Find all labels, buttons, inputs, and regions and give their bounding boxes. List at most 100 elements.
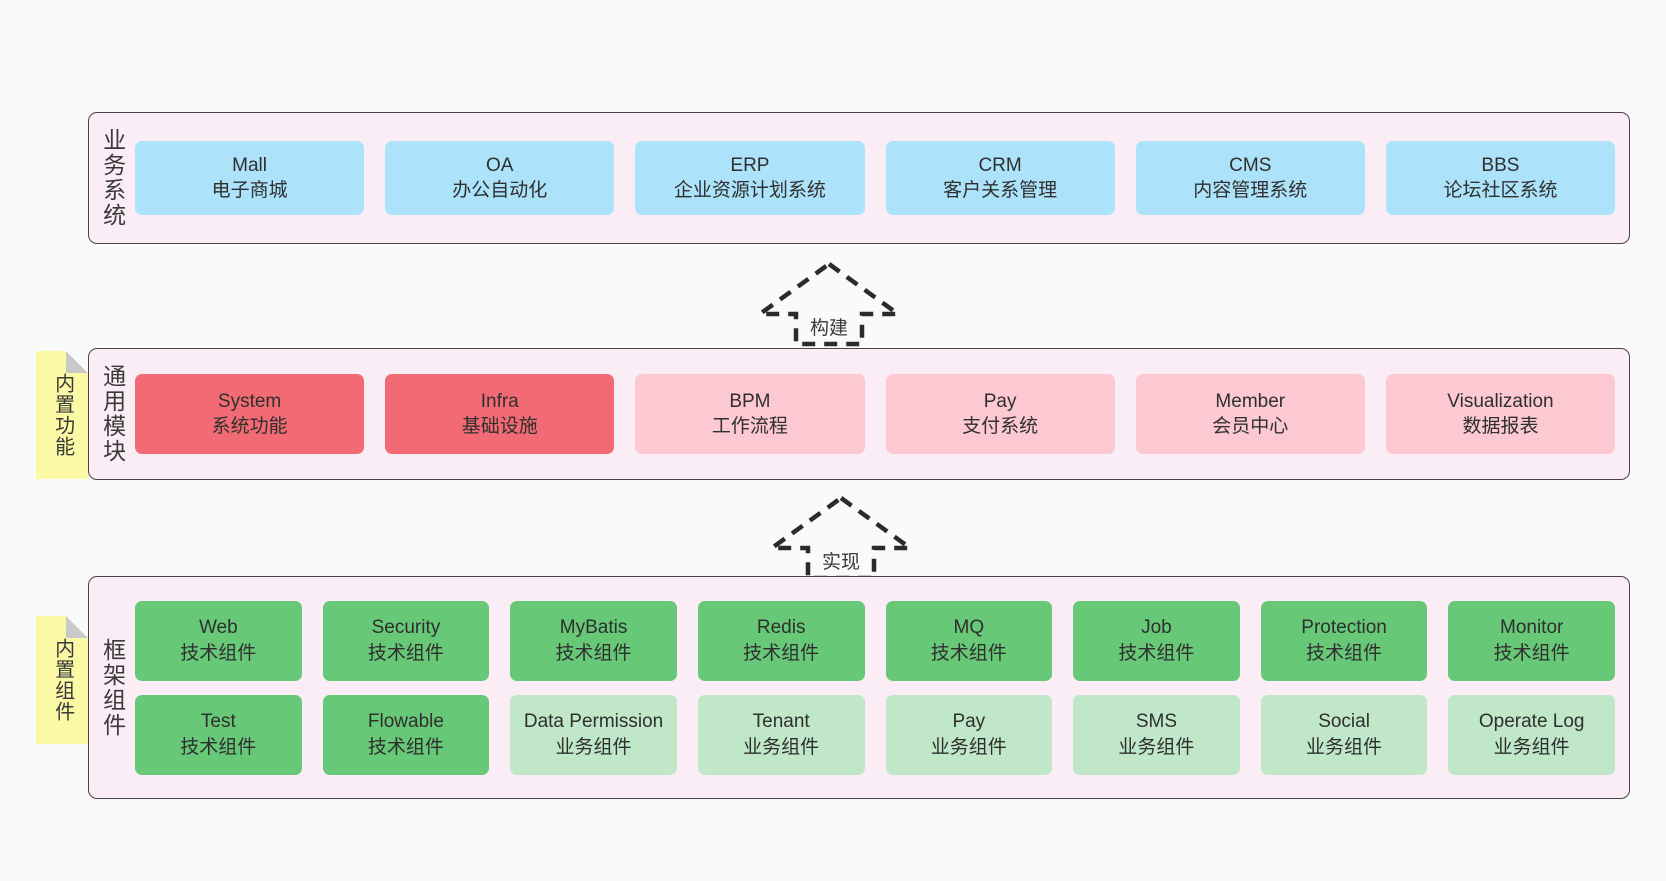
card-member[interactable]: Member 会员中心 [1135, 374, 1365, 454]
card-title-cn: 技术组件 [930, 642, 1007, 664]
card-title-en: Test [200, 711, 236, 733]
card-job[interactable]: Job 技术组件 [1073, 600, 1240, 681]
card-bbs[interactable]: BBS 论坛社区系统 [1385, 141, 1616, 215]
card-row: Test 技术组件 Flowable 技术组件 Data Permission … [135, 694, 1615, 775]
card-title-en: Pay [952, 711, 986, 733]
card-title-cn: 技术组件 [1306, 642, 1383, 664]
card-title-cn: 技术组件 [555, 642, 632, 664]
layer-common-modules: 通用模块 System 系统功能 Infra 基础设施 BPM 工作流程 Pay… [88, 348, 1630, 480]
card-title-en: System [217, 390, 282, 412]
card-cms[interactable]: CMS 内容管理系统 [1135, 141, 1365, 215]
card-title-cn: 业务组件 [555, 736, 632, 758]
card-title-en: Social [1318, 711, 1370, 733]
card-data-permission[interactable]: Data Permission 业务组件 [510, 694, 677, 775]
card-test[interactable]: Test 技术组件 [135, 694, 302, 775]
card-title-en: Data Permission [523, 711, 664, 733]
card-title-cn: 业务组件 [1306, 736, 1383, 758]
layer-framework-components: 框架组件 Web 技术组件 Security 技术组件 MyBatis 技术组件… [88, 576, 1630, 799]
card-title-cn: 论坛社区系统 [1443, 180, 1558, 201]
card-title-cn: 支付系统 [962, 416, 1039, 437]
card-title-en: MyBatis [559, 617, 628, 639]
card-row: System 系统功能 Infra 基础设施 BPM 工作流程 Pay 支付系统… [135, 374, 1616, 454]
card-protection[interactable]: Protection 技术组件 [1260, 600, 1428, 681]
card-visualization[interactable]: Visualization 数据报表 [1385, 374, 1616, 454]
arrow-build: 构建 [754, 258, 904, 348]
card-title-cn: 技术组件 [1493, 642, 1570, 664]
card-title-cn: 工作流程 [711, 416, 788, 437]
card-title-cn: 办公自动化 [452, 180, 548, 201]
card-title-en: CMS [1229, 154, 1272, 176]
card-title-cn: 技术组件 [743, 642, 820, 664]
card-bpm[interactable]: BPM 工作流程 [635, 374, 865, 454]
card-title-cn: 技术组件 [180, 642, 257, 664]
card-system[interactable]: System 系统功能 [135, 374, 365, 454]
card-pay[interactable]: Pay 支付系统 [885, 374, 1115, 454]
card-title-en: Operate Log [1478, 711, 1585, 733]
card-title-cn: 业务组件 [743, 736, 820, 758]
card-title-cn: 技术组件 [367, 642, 444, 664]
card-title-en: Flowable [367, 711, 444, 733]
card-redis[interactable]: Redis 技术组件 [697, 600, 865, 681]
card-title-en: Infra [480, 390, 519, 412]
arrow-label-implement: 实现 [821, 552, 860, 573]
card-title-cn: 技术组件 [367, 736, 444, 758]
card-erp[interactable]: ERP 企业资源计划系统 [635, 141, 865, 215]
layer-business-systems: 业务系统 Mall 电子商城 OA 办公自动化 ERP 企业资源计划系统 CRM… [88, 112, 1630, 244]
card-title-cn: 技术组件 [1118, 642, 1195, 664]
layer-title-common-modules: 通用模块 [99, 364, 126, 464]
card-title-en: Pay [983, 390, 1017, 412]
card-crm[interactable]: CRM 客户关系管理 [885, 141, 1115, 215]
card-row: Web 技术组件 Security 技术组件 MyBatis 技术组件 Redi… [135, 600, 1615, 681]
note-builtin-components: 内置组件 [36, 616, 88, 744]
card-title-cn: 技术组件 [180, 736, 257, 758]
card-sms[interactable]: SMS 业务组件 [1073, 694, 1240, 775]
arrow-label-build: 构建 [809, 318, 848, 339]
card-monitor[interactable]: Monitor 技术组件 [1448, 600, 1615, 681]
card-mq[interactable]: MQ 技术组件 [885, 600, 1053, 681]
card-title-en: Protection [1301, 617, 1387, 639]
card-title-en: Web [198, 617, 238, 639]
card-title-en: OA [486, 154, 514, 176]
card-operate-log[interactable]: Operate Log 业务组件 [1448, 694, 1615, 775]
card-title-cn: 系统功能 [211, 416, 288, 437]
card-title-en: Visualization [1447, 390, 1554, 412]
card-title-cn: 内容管理系统 [1193, 180, 1308, 201]
card-title-en: Monitor [1500, 617, 1564, 639]
card-title-en: Security [371, 617, 441, 639]
card-title-cn: 电子商城 [211, 180, 288, 201]
card-oa[interactable]: OA 办公自动化 [385, 141, 615, 215]
layer-body-framework-components: Web 技术组件 Security 技术组件 MyBatis 技术组件 Redi… [135, 577, 1629, 798]
card-infra[interactable]: Infra 基础设施 [385, 374, 615, 454]
card-title-en: MQ [953, 617, 985, 639]
card-mall[interactable]: Mall 电子商城 [135, 141, 365, 215]
layer-body-common-modules: System 系统功能 Infra 基础设施 BPM 工作流程 Pay 支付系统… [135, 349, 1629, 479]
layer-title-business-systems: 业务系统 [99, 128, 126, 228]
card-row: Mall 电子商城 OA 办公自动化 ERP 企业资源计划系统 CRM 客户关系… [135, 141, 1616, 215]
card-pay-component[interactable]: Pay 业务组件 [885, 694, 1053, 775]
card-mybatis[interactable]: MyBatis 技术组件 [510, 600, 677, 681]
arrow-up-dashed-icon [754, 261, 904, 347]
card-title-en: Job [1141, 617, 1172, 639]
card-title-cn: 业务组件 [1118, 736, 1195, 758]
card-flowable[interactable]: Flowable 技术组件 [322, 694, 490, 775]
card-title-cn: 会员中心 [1212, 416, 1289, 437]
page-fold-icon [66, 351, 88, 373]
note-label: 内置功能 [51, 373, 74, 457]
card-security[interactable]: Security 技术组件 [322, 600, 490, 681]
note-label: 内置组件 [51, 638, 74, 722]
card-web[interactable]: Web 技术组件 [135, 600, 302, 681]
card-title-en: BPM [729, 390, 771, 412]
card-tenant[interactable]: Tenant 业务组件 [697, 694, 865, 775]
layer-body-business-systems: Mall 电子商城 OA 办公自动化 ERP 企业资源计划系统 CRM 客户关系… [135, 113, 1629, 243]
card-title-cn: 基础设施 [461, 416, 538, 437]
card-social[interactable]: Social 业务组件 [1260, 694, 1428, 775]
arrow-implement: 实现 [766, 492, 916, 582]
card-title-en: SMS [1135, 711, 1178, 733]
page-fold-icon [66, 616, 88, 638]
card-title-cn: 数据报表 [1462, 416, 1539, 437]
card-title-en: ERP [730, 154, 770, 176]
card-title-en: BBS [1481, 154, 1520, 176]
card-title-cn: 业务组件 [1493, 736, 1570, 758]
note-builtin-functions: 内置功能 [36, 351, 88, 479]
